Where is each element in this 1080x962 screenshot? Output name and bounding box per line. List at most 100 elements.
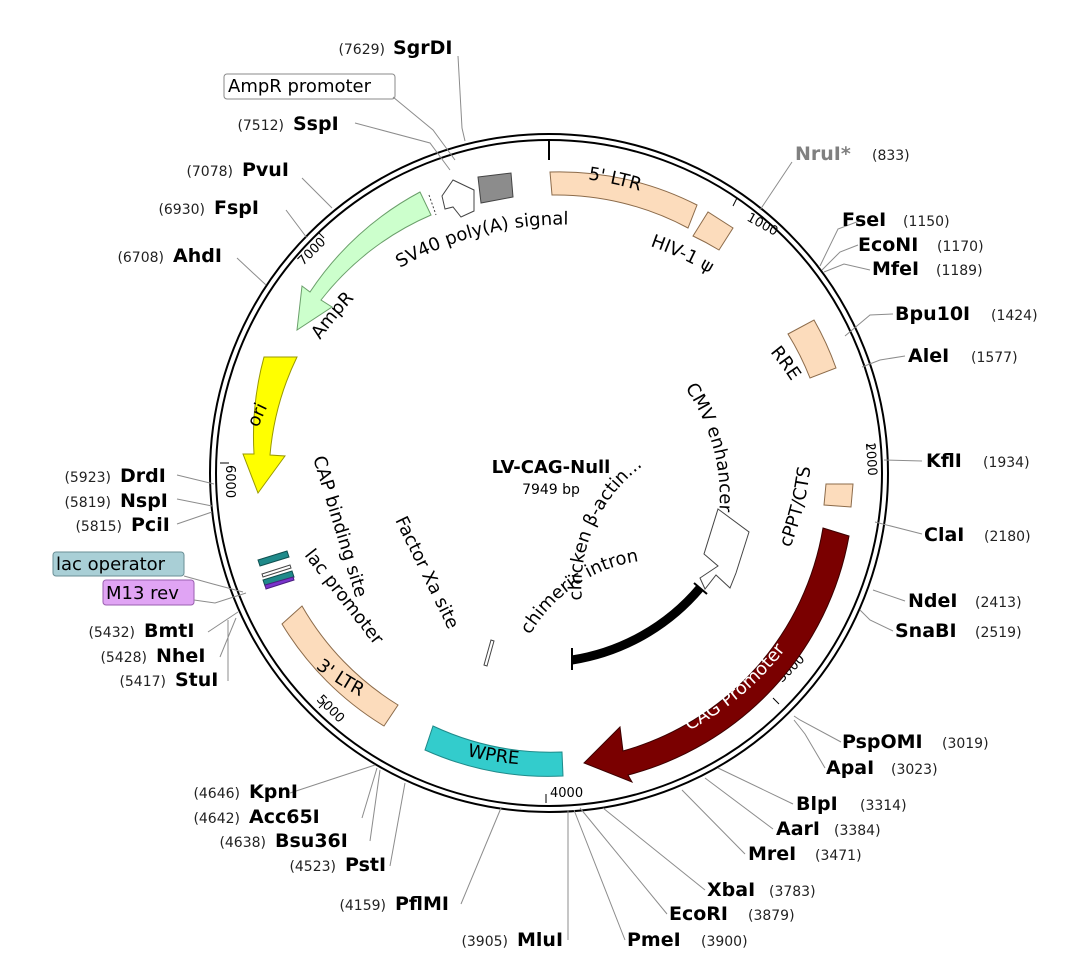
site-acc65i[interactable]: (4642)Acc65I — [193, 806, 319, 828]
feature-chimeric-intron[interactable] — [571, 585, 704, 665]
site-alei[interactable]: AleI (1577) — [908, 345, 1018, 367]
site-clai[interactable]: ClaI(2180) — [924, 524, 1031, 546]
feature-ampr[interactable] — [296, 191, 432, 332]
site-mfei[interactable]: MfeI (1189) — [872, 258, 983, 280]
site-pflmi[interactable]: (4159)PflMI — [339, 893, 449, 915]
site-bmti[interactable]: (5432)BmtI — [88, 620, 194, 642]
site-fsei[interactable]: FseI (1150) — [842, 209, 950, 231]
site-bpu10i[interactable]: Bpu10I (1424) — [895, 303, 1038, 325]
feature-rre-box[interactable] — [787, 319, 837, 379]
site-econi[interactable]: EcoNI(1170) — [858, 234, 984, 256]
feature-cppt-box[interactable] — [823, 483, 854, 508]
svg-text:(3879): (3879) — [748, 908, 795, 924]
svg-text:(3783): (3783) — [769, 884, 816, 900]
site-labels-right: NruI*(833) FseI (1150) EcoNI(1170) MfeI (1… — [627, 143, 1038, 951]
feature-chicken-actin[interactable] — [699, 508, 750, 590]
site-xbai[interactable]: XbaI(3783) — [707, 879, 816, 901]
site-ecori[interactable]: EcoRI(3879) — [669, 903, 795, 925]
svg-text:lac operator: lac operator — [56, 554, 166, 575]
feature-hiv-box[interactable] — [692, 211, 734, 251]
lac-operator-label[interactable]: lac operator — [52, 551, 185, 577]
site-drdi[interactable]: (5923)DrdI — [64, 465, 165, 487]
svg-text:AarI: AarI — [776, 818, 820, 840]
site-kfli[interactable]: KflI(1934) — [926, 450, 1030, 472]
m13-rev-label[interactable]: M13 rev — [102, 579, 195, 606]
svg-text:(1577): (1577) — [971, 350, 1018, 366]
feature-sv40-box[interactable] — [477, 172, 514, 204]
svg-text:PciI: PciI — [131, 514, 170, 536]
site-ahdi[interactable]: (6708)AhdI — [117, 245, 221, 267]
ampr-promoter-label[interactable]: AmpR promoter — [223, 73, 396, 100]
svg-text:MfeI: MfeI — [872, 258, 919, 280]
svg-text:PstI: PstI — [345, 854, 386, 876]
svg-text:(2519): (2519) — [975, 625, 1022, 641]
tick-label: 1000 — [744, 210, 780, 239]
svg-text:M13 rev: M13 rev — [106, 583, 179, 604]
site-pcii[interactable]: (5815) PciI — [75, 514, 169, 536]
svg-text:Bpu10I: Bpu10I — [895, 303, 970, 325]
svg-text:ClaI: ClaI — [924, 524, 964, 546]
svg-text:AmpR promoter: AmpR promoter — [228, 76, 372, 97]
site-mlui[interactable]: (3905)MluI — [461, 929, 563, 951]
site-pmei[interactable]: PmeI(3900) — [627, 929, 748, 951]
site-pspomi[interactable]: PspOMI (3019) — [842, 731, 989, 753]
svg-text:(1150): (1150) — [903, 214, 950, 230]
backbone-inner — [215, 139, 883, 807]
svg-text:(833): (833) — [872, 148, 910, 164]
feature-cppt-label: cPPT/CTS — [775, 465, 815, 550]
svg-text:AleI: AleI — [908, 345, 949, 367]
svg-text:NspI: NspI — [120, 490, 168, 512]
svg-text:SspI: SspI — [293, 113, 339, 135]
site-bsu36i[interactable]: (4638)Bsu36I — [219, 830, 347, 852]
svg-text:(1189): (1189) — [936, 263, 983, 279]
svg-text:(5815): (5815) — [75, 519, 122, 535]
svg-text:(6930): (6930) — [158, 202, 205, 218]
svg-text:Acc65I: Acc65I — [249, 806, 320, 828]
site-stui[interactable]: (5417)StuI — [119, 669, 218, 691]
feature-3ltr[interactable] — [281, 605, 399, 727]
feature-ampr-promoter[interactable] — [441, 179, 475, 218]
svg-text:PspOMI: PspOMI — [842, 731, 923, 753]
feature-factor-xa[interactable] — [483, 639, 495, 667]
svg-text:PvuI: PvuI — [242, 159, 289, 181]
svg-text:EcoNI: EcoNI — [858, 234, 918, 256]
plasmid-title: LV-CAG-Null — [492, 457, 611, 478]
site-pvui[interactable]: (7078)PvuI — [186, 159, 288, 181]
site-nrui[interactable]: NruI*(833) — [795, 143, 910, 165]
tick-label: 2000 — [862, 442, 879, 476]
feature-ori[interactable] — [242, 356, 298, 495]
site-blpi[interactable]: BlpI(3314) — [796, 793, 907, 815]
feature-cag-promoter[interactable] — [583, 527, 850, 783]
svg-text:(5417): (5417) — [119, 674, 166, 690]
svg-text:(3019): (3019) — [942, 736, 989, 752]
svg-text:(1424): (1424) — [991, 308, 1038, 324]
site-ndei[interactable]: NdeI(2413) — [908, 590, 1022, 612]
site-nspi[interactable]: (5819)NspI — [64, 490, 167, 512]
svg-text:(5923): (5923) — [64, 470, 111, 486]
svg-text:(7629): (7629) — [338, 42, 385, 58]
svg-text:FseI: FseI — [842, 209, 886, 231]
site-sgrdi[interactable]: (7629) SgrDI — [338, 37, 452, 59]
site-kpni[interactable]: (4646)KpnI — [193, 781, 297, 803]
svg-text:MreI: MreI — [748, 843, 796, 865]
site-psti[interactable]: (4523)PstI — [289, 854, 386, 876]
svg-text:ApaI: ApaI — [826, 757, 874, 779]
site-apai[interactable]: ApaI(3023) — [826, 757, 938, 779]
svg-text:(1934): (1934) — [983, 455, 1030, 471]
svg-text:SgrDI: SgrDI — [393, 37, 453, 59]
site-mrei[interactable]: MreI(3471) — [748, 843, 862, 865]
feature-5ltr[interactable] — [549, 171, 698, 229]
site-aari[interactable]: AarI(3384) — [776, 818, 881, 840]
feature-wpre[interactable] — [424, 725, 564, 777]
feature-factorxa-label: Factor Xa site — [391, 513, 464, 632]
svg-text:MluI: MluI — [517, 929, 563, 951]
svg-text:NheI: NheI — [156, 645, 205, 667]
site-fspi[interactable]: (6930)FspI — [158, 197, 259, 219]
site-snabi[interactable]: SnaBI(2519) — [895, 620, 1022, 642]
feature-lac-cluster[interactable] — [257, 550, 295, 590]
site-sspi[interactable]: (7512)SspI — [237, 113, 338, 135]
svg-text:(4159): (4159) — [339, 898, 386, 914]
site-nhei[interactable]: (5428)NheI — [100, 645, 205, 667]
feature-cmv-label: CMV enhancer — [681, 379, 736, 513]
